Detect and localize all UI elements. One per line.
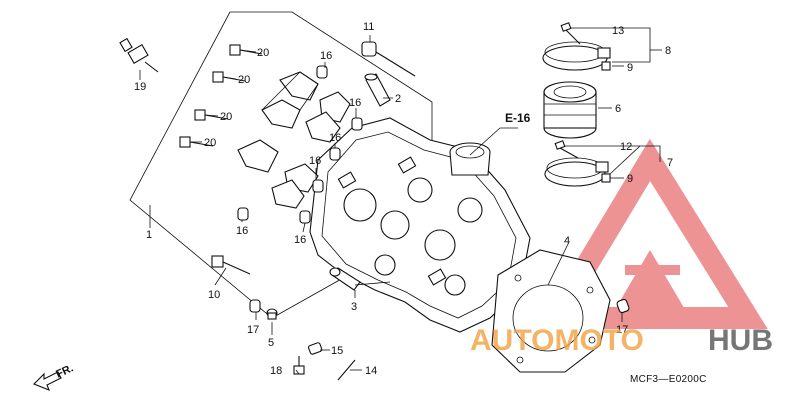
callout-9-upper: 9 (627, 62, 633, 74)
stud-bolt-11 (361, 41, 416, 77)
callout-9-lower: 9 (627, 173, 633, 185)
watermark-brand-part1: AUTOMOTO (470, 324, 644, 357)
head-gasket (491, 249, 611, 373)
callout-20-a: 20 (257, 47, 269, 59)
section-ref-label: E-16 (505, 111, 531, 125)
washer-5 (266, 308, 278, 320)
watermark-brand-part2: HUB (708, 324, 773, 357)
callout-1: 1 (146, 229, 152, 241)
dowel-pins (237, 65, 363, 224)
callout-13: 13 (612, 25, 624, 37)
callout-15: 15 (331, 345, 343, 357)
watermark-logo (535, 138, 768, 329)
watermark-text: AUTOMOTO HUB (470, 324, 773, 357)
diagram-code: MCF3—E0200C (630, 374, 707, 385)
callout-3: 3 (351, 301, 357, 313)
dowel-2 (364, 73, 391, 107)
clamp-8 (542, 22, 611, 71)
callout-4: 4 (564, 235, 570, 247)
callout-17-left: 17 (247, 324, 259, 336)
callout-20-c: 20 (220, 111, 232, 123)
spark-plug-19 (119, 37, 159, 73)
callout-16-a: 16 (320, 50, 332, 62)
callout-10: 10 (208, 289, 220, 301)
cylinder-head (309, 117, 531, 333)
callout-20-d: 20 (204, 137, 216, 149)
callout-16-e: 16 (236, 225, 248, 237)
front-marker-label: FR. (54, 362, 75, 380)
bolt-10 (211, 255, 251, 275)
callout-16-d: 16 (309, 155, 321, 167)
callout-20-b: 20 (238, 74, 250, 86)
stud-14 (337, 359, 356, 381)
callout-12: 12 (620, 141, 632, 153)
bolt-18 (293, 356, 305, 375)
callout-16-c: 16 (329, 132, 341, 144)
callout-7: 7 (667, 157, 673, 169)
callout-2: 2 (395, 93, 401, 105)
callout-6: 6 (615, 103, 621, 115)
callout-8: 8 (665, 45, 671, 57)
callout-17-right: 17 (616, 324, 628, 336)
leader-lines (139, 27, 662, 375)
bolts-20 (179, 44, 263, 148)
dowel-17-left (249, 299, 261, 313)
dowel-17-right (616, 298, 630, 314)
insulator-6 (543, 81, 597, 139)
callout-16-b: 16 (349, 97, 361, 109)
callout-5: 5 (268, 337, 274, 349)
callout-11: 11 (363, 21, 374, 33)
callout-18: 18 (270, 365, 282, 377)
callout-labels: 1 2 3 4 5 6 7 8 9 9 10 11 12 13 14 15 16… (134, 21, 673, 377)
dowel-15 (308, 342, 323, 355)
callout-19: 19 (134, 81, 146, 93)
clamp-7 (544, 140, 611, 187)
dowel-3 (329, 267, 361, 291)
callout-16-f: 16 (294, 234, 306, 246)
camshaft-holders (237, 71, 351, 209)
front-direction-arrow: FR. (33, 362, 75, 391)
callout-14: 14 (365, 365, 377, 377)
